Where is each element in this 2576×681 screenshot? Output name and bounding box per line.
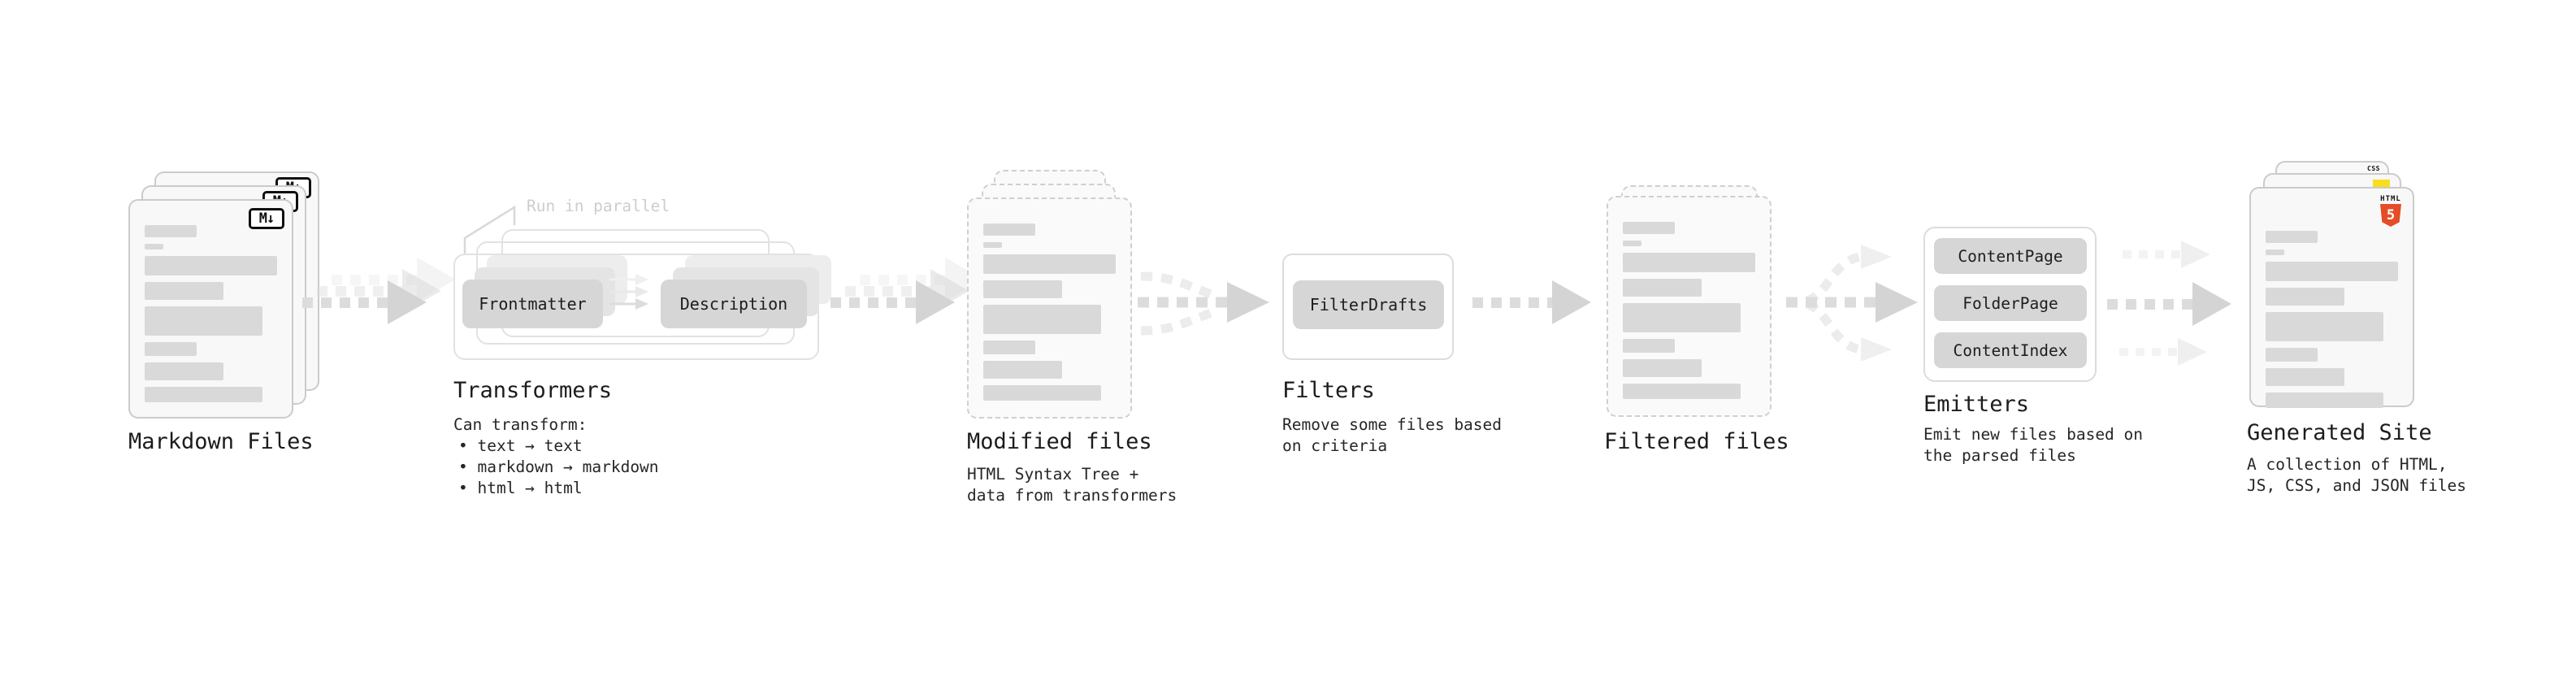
generated-site-label: Generated Site	[2247, 420, 2432, 445]
modified-desc-line: HTML Syntax Tree +	[967, 465, 1139, 484]
markdown-files-label: Markdown Files	[128, 429, 314, 454]
filtered-file-front	[1607, 196, 1772, 417]
flow-arrow-filters-to-filtered	[1472, 280, 1591, 324]
text-line-placeholder	[983, 340, 1035, 354]
text-line-placeholder	[2266, 312, 2383, 341]
markdown-icon: M↓	[249, 208, 284, 229]
js-icon	[2373, 180, 2390, 189]
emitters-desc-line: Emit new files based on	[1923, 425, 2144, 444]
text-line-placeholder	[2266, 262, 2398, 281]
document-lines	[1623, 222, 1755, 406]
text-line-placeholder	[1623, 222, 1675, 234]
filter-node-filterdrafts: FilterDrafts	[1293, 280, 1444, 329]
html5-icon-label: HTML	[2380, 195, 2401, 203]
text-line-placeholder	[2266, 249, 2284, 255]
modified-files-description: HTML Syntax Tree + data from transformer…	[967, 464, 1177, 506]
html5-icon-five: 5	[2386, 207, 2396, 223]
modified-file-front	[967, 197, 1132, 419]
parallel-mini-arrows	[609, 274, 648, 310]
flow-arrow-ghost	[332, 258, 456, 301]
text-line-placeholder	[145, 362, 223, 380]
annotation-bracket	[463, 205, 516, 254]
text-line-placeholder	[145, 387, 262, 402]
text-line-placeholder	[1623, 241, 1641, 246]
text-line-placeholder	[145, 244, 163, 249]
document-lines	[145, 225, 277, 409]
emitter-node-contentpage: ContentPage	[1934, 238, 2087, 274]
text-line-placeholder	[1623, 384, 1741, 399]
modified-files-label: Modified files	[967, 429, 1152, 454]
transformers-label: Transformers	[453, 378, 613, 403]
markdown-file-front: M↓	[128, 199, 293, 419]
flow-arrow-emitters-to-site	[2107, 282, 2231, 326]
filters-desc-line: on criteria	[1282, 436, 1388, 455]
flow-arrow-ghost	[2123, 241, 2210, 268]
text-line-placeholder	[1623, 303, 1741, 332]
text-line-placeholder	[983, 280, 1062, 298]
text-line-placeholder	[2266, 393, 2383, 408]
diverge-arrows	[1786, 245, 1918, 362]
text-line-placeholder	[2266, 368, 2344, 386]
text-line-placeholder	[145, 225, 197, 237]
css-icon-label: CSS	[2367, 165, 2380, 172]
text-line-placeholder	[1623, 339, 1675, 353]
text-line-placeholder	[2266, 348, 2318, 362]
run-in-parallel-annotation: Run in parallel	[527, 197, 670, 215]
emitters-desc-line: the parsed files	[1923, 446, 2076, 465]
modified-desc-line: data from transformers	[967, 486, 1177, 505]
text-line-placeholder	[145, 256, 277, 275]
filtered-files-label: Filtered files	[1604, 429, 1789, 454]
text-line-placeholder	[983, 361, 1062, 379]
text-line-placeholder	[1623, 279, 1702, 297]
text-line-placeholder	[983, 223, 1035, 236]
filters-desc-line: Remove some files based	[1282, 415, 1503, 434]
generated-site-description: A collection of HTML, JS, CSS, and JSON …	[2247, 454, 2466, 497]
emitter-node-folderpage: FolderPage	[1934, 285, 2087, 321]
filters-description: Remove some files based on criteria	[1282, 414, 1502, 457]
document-lines	[2266, 231, 2398, 414]
flow-arrow-markdown-to-transformers	[302, 280, 427, 324]
html5-icon-shield: 5	[2380, 204, 2401, 227]
text-line-placeholder	[145, 282, 223, 300]
text-line-placeholder	[145, 306, 262, 336]
text-line-placeholder	[983, 305, 1101, 334]
emitters-description: Emit new files based on the parsed files	[1923, 424, 2143, 466]
filters-label: Filters	[1282, 378, 1375, 403]
flow-arrow-transformers-to-modified	[830, 280, 955, 324]
text-line-placeholder	[1623, 253, 1755, 272]
text-line-placeholder	[145, 342, 197, 356]
transformers-desc-title: Can transform:	[453, 415, 588, 434]
transformer-node-frontmatter: Frontmatter	[462, 280, 603, 328]
generated-desc-line: A collection of HTML,	[2247, 455, 2448, 474]
converge-arrows	[1138, 271, 1269, 336]
transform-bullet: • text → text	[458, 436, 583, 455]
text-line-placeholder	[983, 242, 1002, 248]
generated-desc-line: JS, CSS, and JSON files	[2247, 476, 2467, 495]
generated-file-html: HTML 5	[2249, 187, 2414, 408]
text-line-placeholder	[1623, 359, 1702, 377]
emitters-label: Emitters	[1923, 392, 2030, 417]
text-line-placeholder	[2266, 231, 2318, 243]
transformers-description: Can transform: • text → text • markdown …	[453, 414, 659, 499]
transformer-node-description: Description	[661, 280, 807, 328]
text-line-placeholder	[983, 385, 1101, 401]
emitter-node-contentindex: ContentIndex	[1934, 332, 2087, 368]
document-lines	[983, 223, 1116, 407]
html5-icon: HTML 5	[2380, 195, 2401, 227]
flow-arrow-ghost	[2119, 338, 2207, 366]
transform-bullet: • markdown → markdown	[458, 458, 659, 476]
text-line-placeholder	[2266, 288, 2344, 306]
transform-bullet: • html → html	[458, 479, 583, 497]
text-line-placeholder	[983, 254, 1116, 274]
